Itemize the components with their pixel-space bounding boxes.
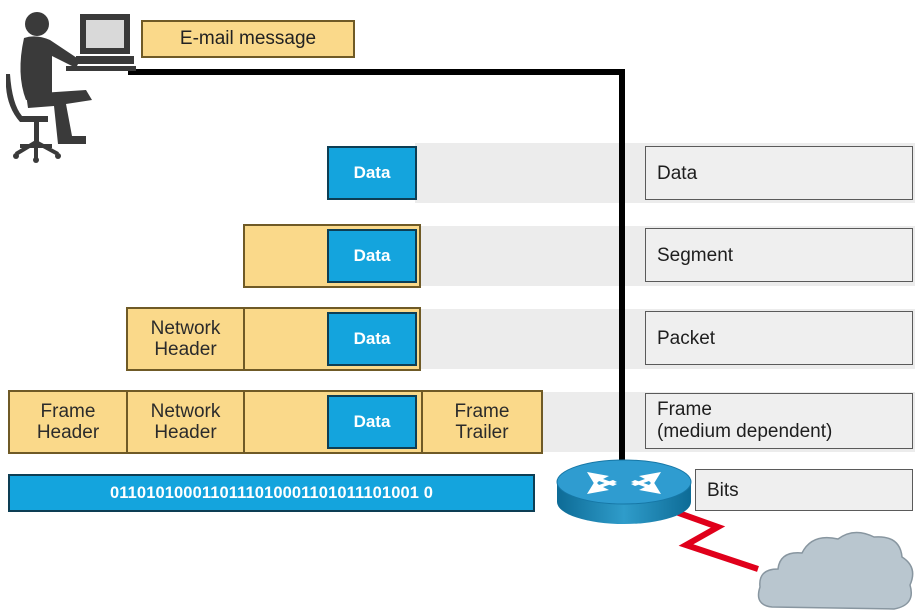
bits-stream-bar: 0110101000110111010001101011101001 0 [8, 474, 535, 512]
frame-header-line1: Frame [40, 401, 96, 422]
frame-trailer-line1: Frame [454, 401, 510, 422]
pdu-label-packet: Packet [645, 311, 913, 365]
bits-value: 0110101000110111010001101011101001 0 [110, 483, 433, 502]
cloud-icon [757, 531, 914, 610]
data-block-row2: Data [327, 229, 417, 283]
pdu-name-line1: Frame [657, 399, 712, 420]
data-label: Data [353, 163, 391, 182]
pdu-label-segment: Segment [645, 228, 913, 282]
data-block-row1: Data [327, 146, 417, 200]
pdu-label-data: Data [645, 146, 913, 200]
email-message-label: E-mail message [179, 28, 317, 49]
data-label: Data [353, 246, 391, 265]
pdu-label-frame: Frame(medium dependent) [645, 393, 913, 449]
data-block-row4: Data [327, 395, 417, 449]
frame-header-line2: Header [36, 422, 100, 443]
serial-link-icon [660, 505, 759, 572]
pdu-name-line2: (medium dependent) [657, 421, 833, 442]
pdu-name: Bits [707, 479, 739, 501]
data-label: Data [353, 329, 391, 348]
data-label: Data [353, 412, 391, 431]
frame-trailer-line2: Trailer [455, 422, 509, 443]
email-message-box: E-mail message [141, 20, 355, 58]
network-header-line1: Network [150, 318, 221, 339]
network-header-line2: Header [154, 339, 217, 360]
network-header-line2: Header [154, 422, 217, 443]
pdu-name: Packet [657, 327, 716, 349]
network-header-line1: Network [150, 401, 221, 422]
pdu-name: Segment [657, 244, 734, 266]
user-at-computer-icon [6, 12, 136, 163]
data-block-row3: Data [327, 312, 417, 366]
pdu-label-bits: Bits [695, 469, 913, 511]
router-icon [556, 459, 692, 524]
pdu-name: Data [657, 162, 698, 184]
